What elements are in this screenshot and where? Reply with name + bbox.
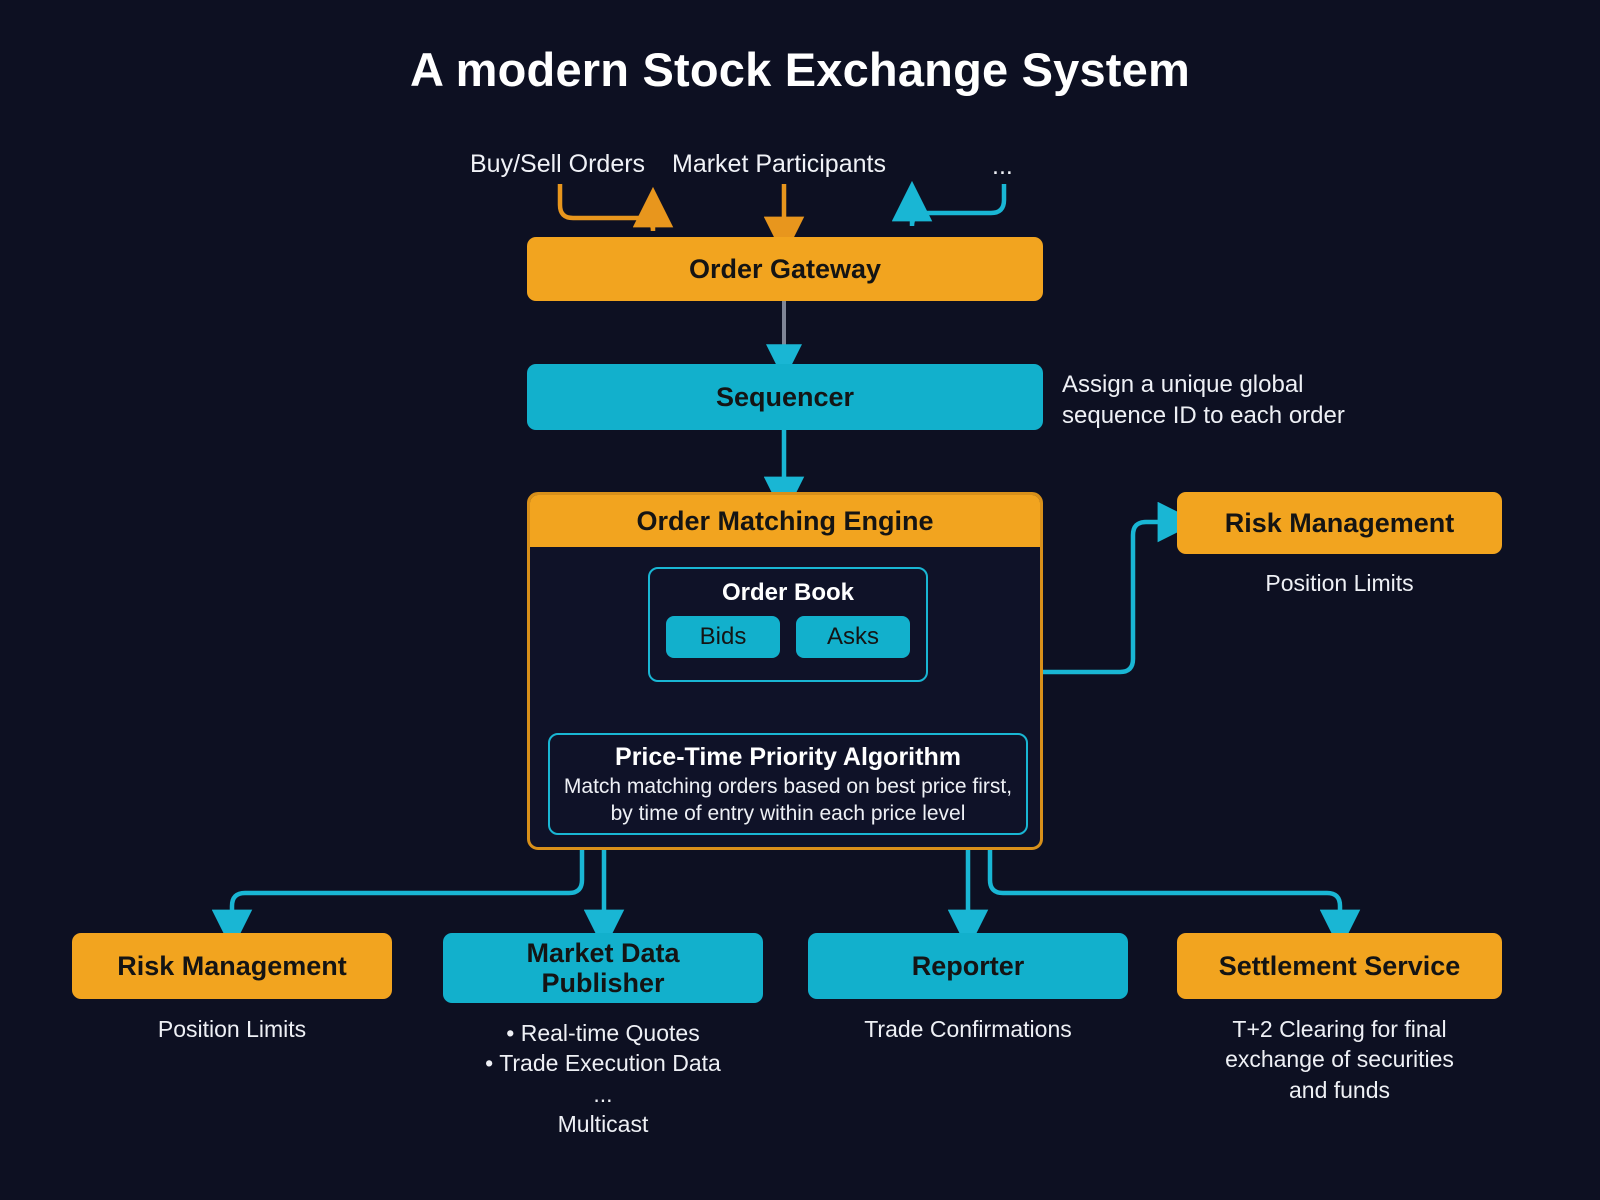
caption-market-data-publisher: • Real-time Quotes • Trade Execution Dat… (485, 1020, 721, 1138)
algorithm-title: Price-Time Priority Algorithm (615, 743, 961, 771)
group-order-book: Order Book Bids Asks (648, 567, 928, 682)
chip-bids[interactable]: Bids (666, 616, 780, 658)
order-matching-engine-title: Order Matching Engine (530, 495, 1040, 547)
order-book-title: Order Book (721, 579, 855, 606)
node-order-matching-engine[interactable]: Order Matching Engine Order Book Bids As… (527, 492, 1043, 850)
node-risk-management-bottom[interactable]: Risk Management (72, 933, 392, 999)
caption-reporter: Trade Confirmations (864, 1016, 1072, 1042)
sequencer-note: Assign a unique global sequence ID to ea… (1062, 371, 1345, 429)
input-label-ellipsis: ... (992, 152, 1013, 180)
node-order-gateway[interactable]: Order Gateway (527, 237, 1043, 301)
caption-settlement-service: T+2 Clearing for final exchange of secur… (1225, 1016, 1454, 1103)
page-title: A modern Stock Exchange System (409, 43, 1190, 96)
node-reporter[interactable]: Reporter (808, 933, 1128, 999)
input-label-buy-sell-orders: Buy/Sell Orders (470, 150, 646, 178)
input-label-market-participants: Market Participants (672, 150, 886, 178)
node-settlement-service[interactable]: Settlement Service (1177, 933, 1502, 999)
node-risk-management-right[interactable]: Risk Management (1177, 492, 1502, 554)
caption-risk-management-right: Position Limits (1265, 570, 1414, 596)
caption-risk-management-bottom: Position Limits (157, 1016, 307, 1042)
node-sequencer[interactable]: Sequencer (527, 364, 1043, 430)
node-market-data-publisher[interactable]: Market Data Publisher (443, 933, 763, 1003)
algorithm-description: Match matching orders based on best pric… (563, 775, 1013, 825)
group-price-time-priority-algorithm: Price-Time Priority Algorithm Match matc… (548, 733, 1028, 835)
chip-asks[interactable]: Asks (796, 616, 910, 658)
